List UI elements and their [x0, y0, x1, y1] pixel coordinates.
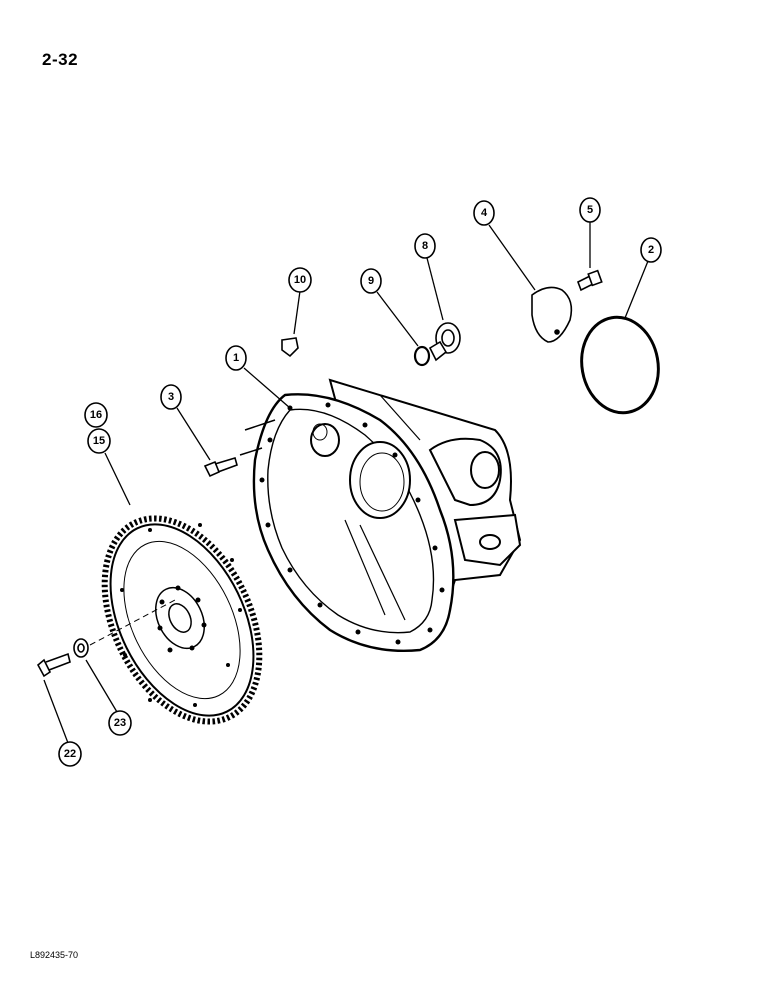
- callout-15: 15: [87, 428, 111, 454]
- callouts: 1 2 3 4 5 8 9 10: [58, 197, 662, 767]
- figure-code: L892435-70: [30, 950, 79, 960]
- page-number: 2-32: [42, 50, 79, 69]
- svg-text:3: 3: [168, 391, 174, 403]
- bolt-22: [36, 658, 52, 678]
- svg-text:15: 15: [93, 435, 105, 447]
- assembly-line: [89, 599, 176, 646]
- cover-plate: [531, 286, 573, 343]
- callout-2: 2: [640, 237, 662, 263]
- flywheel-housing: [239, 378, 522, 652]
- callout-10: 10: [288, 267, 312, 293]
- leader-lines: [43, 221, 649, 744]
- plug-10: [281, 337, 299, 358]
- washer-9: [413, 345, 431, 367]
- callout-1: 1: [225, 345, 247, 371]
- callout-9: 9: [360, 268, 382, 294]
- callout-16: 16: [84, 402, 108, 428]
- svg-text:2: 2: [648, 244, 654, 256]
- svg-text:4: 4: [481, 207, 488, 219]
- svg-text:22: 22: [64, 748, 76, 760]
- callout-5: 5: [579, 197, 601, 223]
- callout-22: 22: [58, 741, 82, 767]
- svg-text:5: 5: [587, 204, 593, 216]
- o-ring: [580, 315, 660, 415]
- parts: [36, 269, 660, 678]
- svg-text:9: 9: [368, 275, 374, 287]
- svg-text:16: 16: [90, 409, 102, 421]
- flywheel-ring-gear: [101, 515, 263, 725]
- callout-23: 23: [108, 710, 132, 736]
- svg-text:10: 10: [294, 274, 306, 286]
- callout-3: 3: [160, 384, 182, 410]
- svg-text:8: 8: [422, 240, 428, 252]
- svg-text:23: 23: [114, 717, 126, 729]
- callout-8: 8: [414, 233, 436, 259]
- svg-text:1: 1: [233, 352, 239, 364]
- callout-4: 4: [473, 200, 495, 226]
